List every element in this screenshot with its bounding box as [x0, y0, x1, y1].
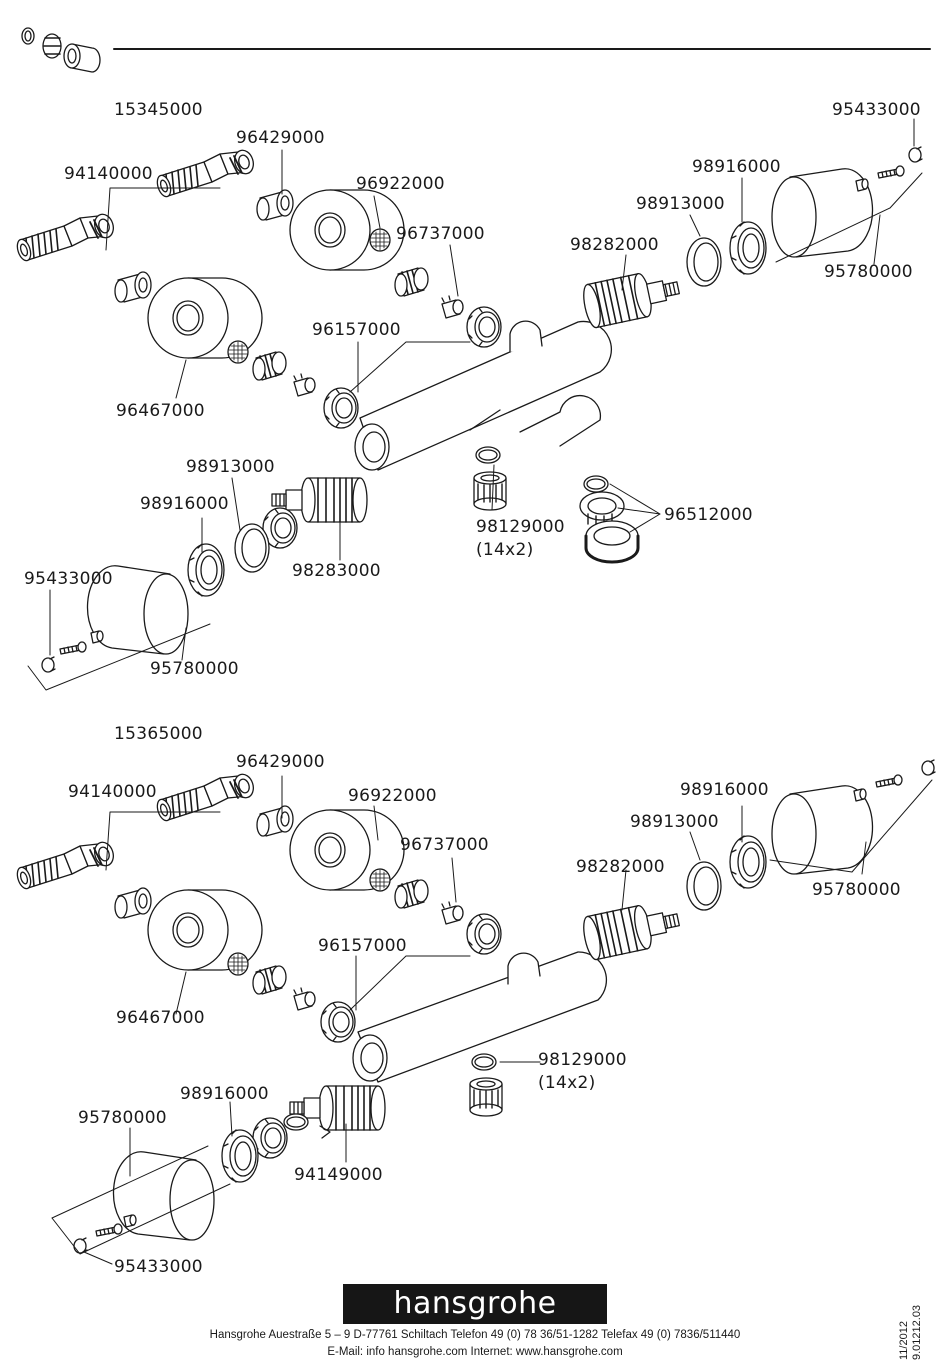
part-label: 98916000 [692, 157, 781, 177]
brand-logo: hansgrohe [343, 1284, 607, 1324]
bottom-leader-lines [83, 775, 867, 1265]
part-label: 94140000 [68, 782, 157, 802]
document-reference: 11/2012 9.01212.03 [898, 1305, 924, 1360]
part-quantity: (14x2) [476, 540, 534, 560]
part-label: 95780000 [824, 262, 913, 282]
document-number: 9.01212.03 [911, 1304, 923, 1360]
part-label: 98913000 [636, 194, 725, 214]
aerator-icon [21, 27, 101, 73]
part-label: 96512000 [664, 505, 753, 525]
part-label: 96922000 [348, 786, 437, 806]
part-label: 94149000 [294, 1165, 383, 1185]
top-leader-lines [49, 118, 915, 661]
part-label: 98283000 [292, 561, 381, 581]
part-quantity: (14x2) [538, 1073, 596, 1093]
part-label: 96467000 [116, 401, 205, 421]
part-label: 96922000 [356, 174, 445, 194]
part-label: 96737000 [396, 224, 485, 244]
footer-contact: E-Mail: info hansgrohe.com Internet: www… [327, 1346, 623, 1358]
part-label: 98916000 [680, 780, 769, 800]
part-label: 95433000 [24, 569, 113, 589]
bottom-assembly-drawing [13, 759, 936, 1255]
top-assembly-drawing [13, 146, 923, 691]
part-label: 95433000 [114, 1257, 203, 1277]
part-label: 98913000 [186, 457, 275, 477]
part-label: 95780000 [150, 659, 239, 679]
model-number-bottom: 15365000 [114, 724, 203, 744]
part-label: 96157000 [318, 936, 407, 956]
part-label: 96429000 [236, 128, 325, 148]
part-label: 94140000 [64, 164, 153, 184]
footer-address: Hansgrohe Auestraße 5 – 9 D-77761 Schilt… [209, 1329, 741, 1341]
part-label: 98129000 [476, 517, 565, 537]
part-label: 95780000 [78, 1108, 167, 1128]
part-label: 96429000 [236, 752, 325, 772]
part-label: 95780000 [812, 880, 901, 900]
part-label: 95433000 [832, 100, 921, 120]
part-label: 96737000 [400, 835, 489, 855]
part-label: 96467000 [116, 1008, 205, 1028]
document-date: 11/2012 [898, 1321, 910, 1360]
part-label: 98129000 [538, 1050, 627, 1070]
part-label: 98282000 [576, 857, 665, 877]
part-label: 98282000 [570, 235, 659, 255]
part-label: 98913000 [630, 812, 719, 832]
model-number-top: 15345000 [114, 100, 203, 120]
part-label: 96157000 [312, 320, 401, 340]
part-label: 98916000 [140, 494, 229, 514]
part-label: 98916000 [180, 1084, 269, 1104]
